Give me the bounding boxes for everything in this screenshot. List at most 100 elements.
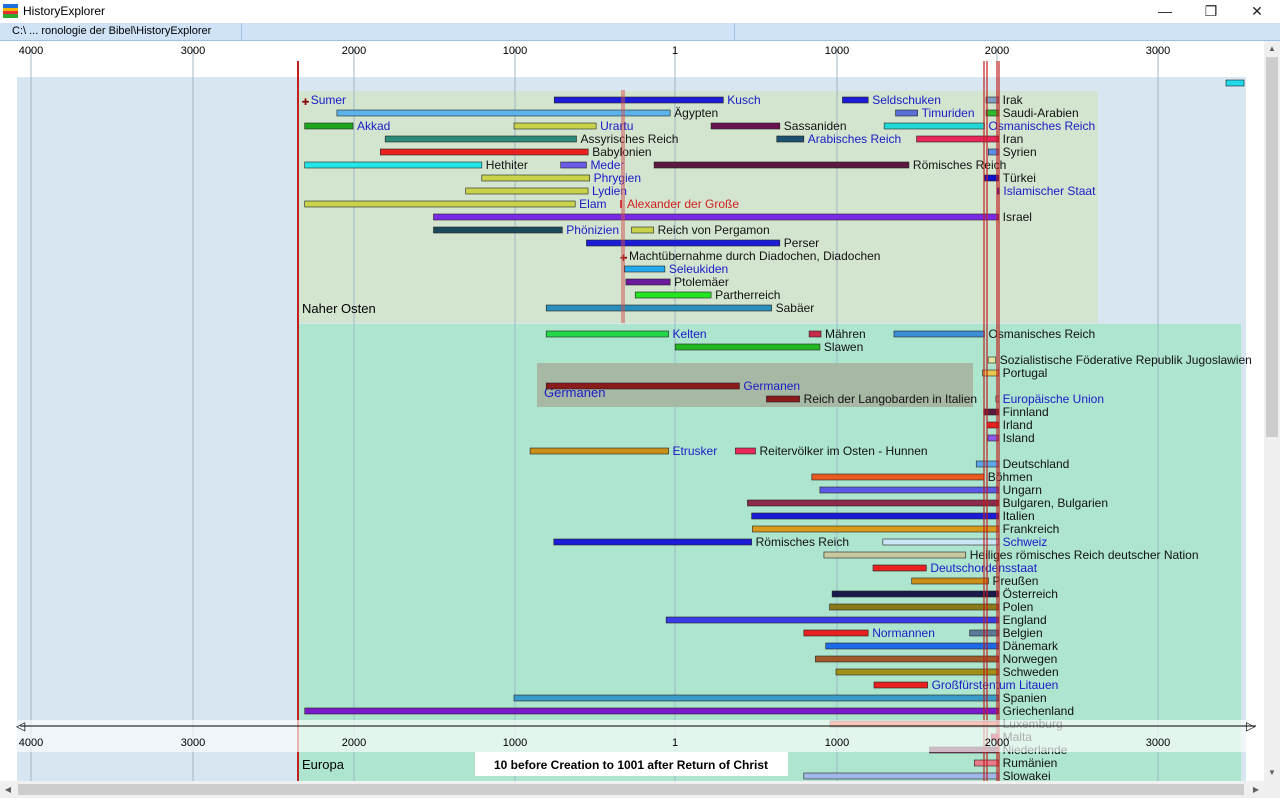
scroll-up-arrow-icon[interactable]: ▲ <box>1268 44 1276 53</box>
timeline-bar[interactable] <box>842 96 869 104</box>
timeline-bar-label[interactable]: Phrygien <box>594 171 641 185</box>
axis-tick-label-bottom: 1000 <box>503 737 527 749</box>
zoom-control-icon[interactable] <box>1225 79 1245 87</box>
timeline-bar[interactable] <box>776 135 805 143</box>
timeline-bar[interactable] <box>481 174 590 182</box>
horizontal-scrollbar[interactable]: ◀ ▶ <box>0 781 1264 798</box>
timeline-bar-label: Finnland <box>1003 405 1049 419</box>
timeline-bar-label[interactable]: Kelten <box>673 327 707 341</box>
timeline-bar-label[interactable]: Kusch <box>727 93 760 107</box>
timeline-bar[interactable] <box>811 473 985 481</box>
timeline-bar-label[interactable]: Urartu <box>600 119 633 133</box>
timeline-bar[interactable] <box>803 772 999 780</box>
scroll-right-arrow-icon[interactable]: ▶ <box>1252 785 1260 794</box>
timeline-bar[interactable] <box>433 226 563 234</box>
minimize-button[interactable]: — <box>1158 3 1172 19</box>
timeline-bar[interactable] <box>751 512 999 520</box>
timeline-bar-label[interactable]: Seldschuken <box>872 93 941 107</box>
timeline-bar[interactable] <box>710 122 781 130</box>
timeline-bar[interactable] <box>545 330 669 338</box>
timeline-bar-label[interactable]: Germanen <box>743 379 800 393</box>
timeline-bar[interactable] <box>553 538 752 546</box>
timeline-bar-label: Hethiter <box>486 158 528 172</box>
timeline-bar[interactable] <box>545 304 772 312</box>
timeline-bar[interactable] <box>433 213 999 221</box>
timeline-bar[interactable] <box>631 226 654 234</box>
timeline-bar[interactable] <box>336 109 671 117</box>
timeline-bar-label[interactable]: Großfürstentum Litauen <box>932 678 1059 692</box>
close-button[interactable]: ✕ <box>1251 3 1263 19</box>
timeline-bar-label[interactable]: Elam <box>579 197 606 211</box>
timeline-bar[interactable] <box>987 356 997 364</box>
timeline-bar[interactable] <box>766 395 800 403</box>
timeline-bar[interactable] <box>513 694 999 702</box>
timeline-bar[interactable] <box>545 382 740 390</box>
timeline-bar[interactable] <box>893 330 985 338</box>
timeline-bar-label[interactable]: Meder <box>590 158 624 172</box>
timeline-bar[interactable] <box>513 122 597 130</box>
timeline-bar[interactable] <box>735 447 756 455</box>
timeline-bar[interactable] <box>831 590 999 598</box>
timeline-bar-label[interactable]: Lydien <box>592 184 627 198</box>
vertical-scroll-thumb[interactable] <box>1266 57 1278 437</box>
timeline-bar[interactable] <box>529 447 669 455</box>
scroll-down-arrow-icon[interactable]: ▼ <box>1268 768 1276 777</box>
timeline-bar[interactable] <box>916 135 999 143</box>
timeline-bar[interactable] <box>872 564 927 572</box>
timeline-bar[interactable] <box>825 642 999 650</box>
timeline-bar-label[interactable]: Sumer <box>311 93 346 107</box>
timeline-bar[interactable] <box>625 278 671 286</box>
axis-tick-label-bottom: 1000 <box>825 737 849 749</box>
timeline-bar[interactable] <box>553 96 724 104</box>
timeline-bar[interactable] <box>634 291 712 299</box>
timeline-bar[interactable] <box>747 499 999 507</box>
timeline-bar[interactable] <box>803 629 869 637</box>
timeline-bar-label[interactable]: Akkad <box>357 119 390 133</box>
scroll-left-arrow-icon[interactable]: ◀ <box>4 785 12 794</box>
timeline-bar-label: Slawen <box>824 340 863 354</box>
timeline-bar[interactable] <box>895 109 918 117</box>
timeline-bar[interactable] <box>815 655 999 663</box>
horizontal-scroll-thumb[interactable] <box>18 784 1244 795</box>
timeline-bar[interactable] <box>624 265 666 273</box>
timeline-bar[interactable] <box>823 551 967 559</box>
timeline-bar[interactable] <box>586 239 781 247</box>
timeline-bar[interactable] <box>911 577 989 585</box>
timeline-bar[interactable] <box>674 343 821 351</box>
timeline-bar-label[interactable]: Normannen <box>872 626 935 640</box>
event-marker-icon[interactable]: ✚ <box>302 97 310 107</box>
timeline-bar[interactable] <box>829 603 999 611</box>
timeline-bar-label[interactable]: Timuriden <box>922 106 975 120</box>
timeline-bar[interactable] <box>819 486 999 494</box>
timeline-bar[interactable] <box>560 161 587 169</box>
timeline-bar[interactable] <box>304 122 354 130</box>
timeline-bar[interactable] <box>380 148 589 156</box>
timeline-bar[interactable] <box>873 681 928 689</box>
timeline-bar[interactable] <box>304 200 576 208</box>
timeline-bar-label[interactable]: Europäische Union <box>1003 392 1104 406</box>
timeline-bar[interactable] <box>808 330 822 338</box>
timeline-bar[interactable] <box>982 369 999 377</box>
timeline-bar[interactable] <box>304 161 483 169</box>
timeline-bar[interactable] <box>883 122 985 130</box>
timeline-bar[interactable] <box>465 187 589 195</box>
timeline-bar-label[interactable]: Arabisches Reich <box>808 132 901 146</box>
timeline-bar[interactable] <box>653 161 910 169</box>
timeline-bar-label[interactable]: Schweiz <box>1003 535 1048 549</box>
timeline-bar-label[interactable]: Seleukiden <box>669 262 728 276</box>
vertical-scrollbar[interactable]: ▲ ▼ <box>1264 41 1280 781</box>
timeline-bar-label[interactable]: Osmanisches Reich <box>988 119 1095 133</box>
restore-button[interactable]: ❐ <box>1204 3 1218 19</box>
timeline-bar-label[interactable]: Phönizien <box>566 223 619 237</box>
timeline-bar[interactable] <box>752 525 999 533</box>
timeline-bar[interactable] <box>665 616 999 624</box>
timeline-bar[interactable] <box>304 707 999 715</box>
timeline-bar[interactable] <box>384 135 577 143</box>
timeline-bar[interactable] <box>983 408 999 416</box>
timeline-bar[interactable] <box>882 538 999 546</box>
timeline-bar-label[interactable]: Islamischer Staat <box>1003 184 1096 198</box>
timeline-bar[interactable] <box>835 668 999 676</box>
timeline-bar-label[interactable]: Etrusker <box>673 444 718 458</box>
